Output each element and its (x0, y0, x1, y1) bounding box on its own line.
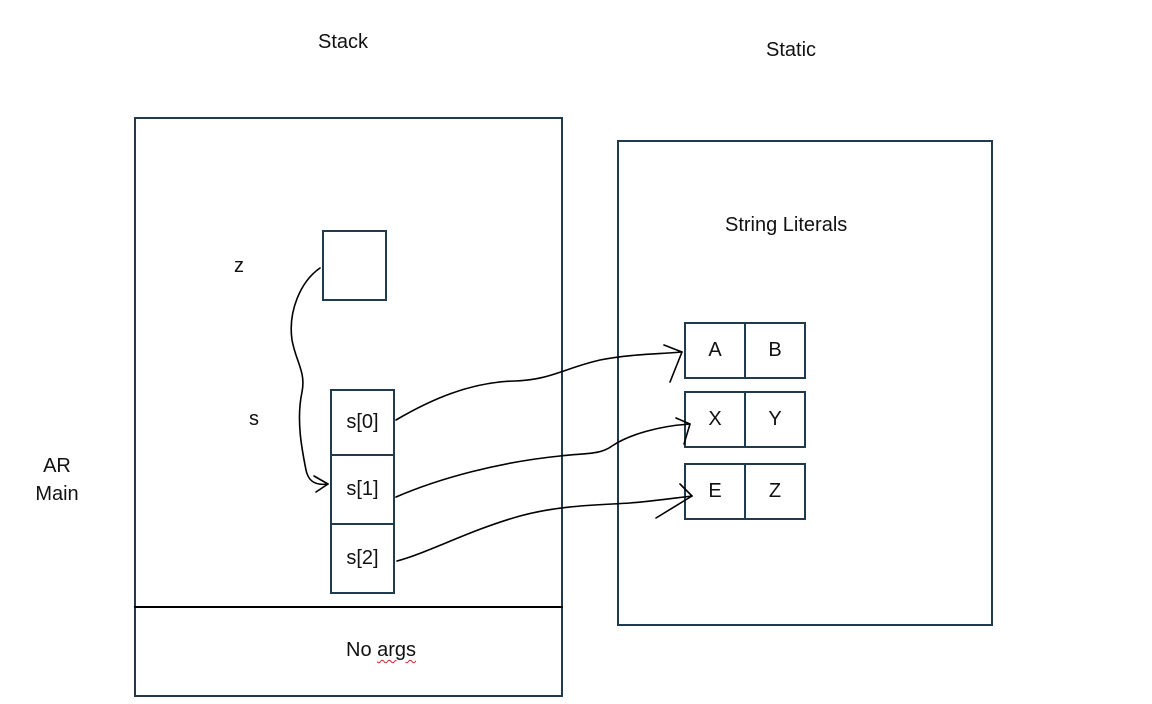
literal-3-char-1: E (684, 463, 746, 520)
s-variable-label: s (249, 408, 259, 430)
static-heading: Static (766, 39, 817, 61)
args-text-word: args (377, 639, 417, 661)
array-cell-s2: s[2] (330, 523, 395, 594)
args-divider (134, 606, 563, 608)
array-cell-s0: s[0] (330, 389, 395, 456)
literal-3-char-2: Z (744, 463, 806, 520)
stack-heading: Stack (318, 31, 369, 53)
activation-record-label: AR Main (30, 452, 84, 508)
z-variable-box (322, 230, 387, 301)
static-area-box (617, 140, 993, 626)
string-literals-title: String Literals (725, 214, 848, 236)
literal-1-char-2: B (744, 322, 806, 379)
ar-label-line1: AR (43, 455, 71, 477)
literal-2-char-2: Y (744, 391, 806, 448)
ar-label-line2: Main (35, 483, 79, 505)
args-section-text: No args (346, 640, 416, 660)
z-variable-label: z (234, 255, 244, 277)
literal-2-char-1: X (684, 391, 746, 448)
array-cell-s1: s[1] (330, 454, 395, 525)
args-text-prefix: No (346, 639, 378, 661)
literal-1-char-1: A (684, 322, 746, 379)
